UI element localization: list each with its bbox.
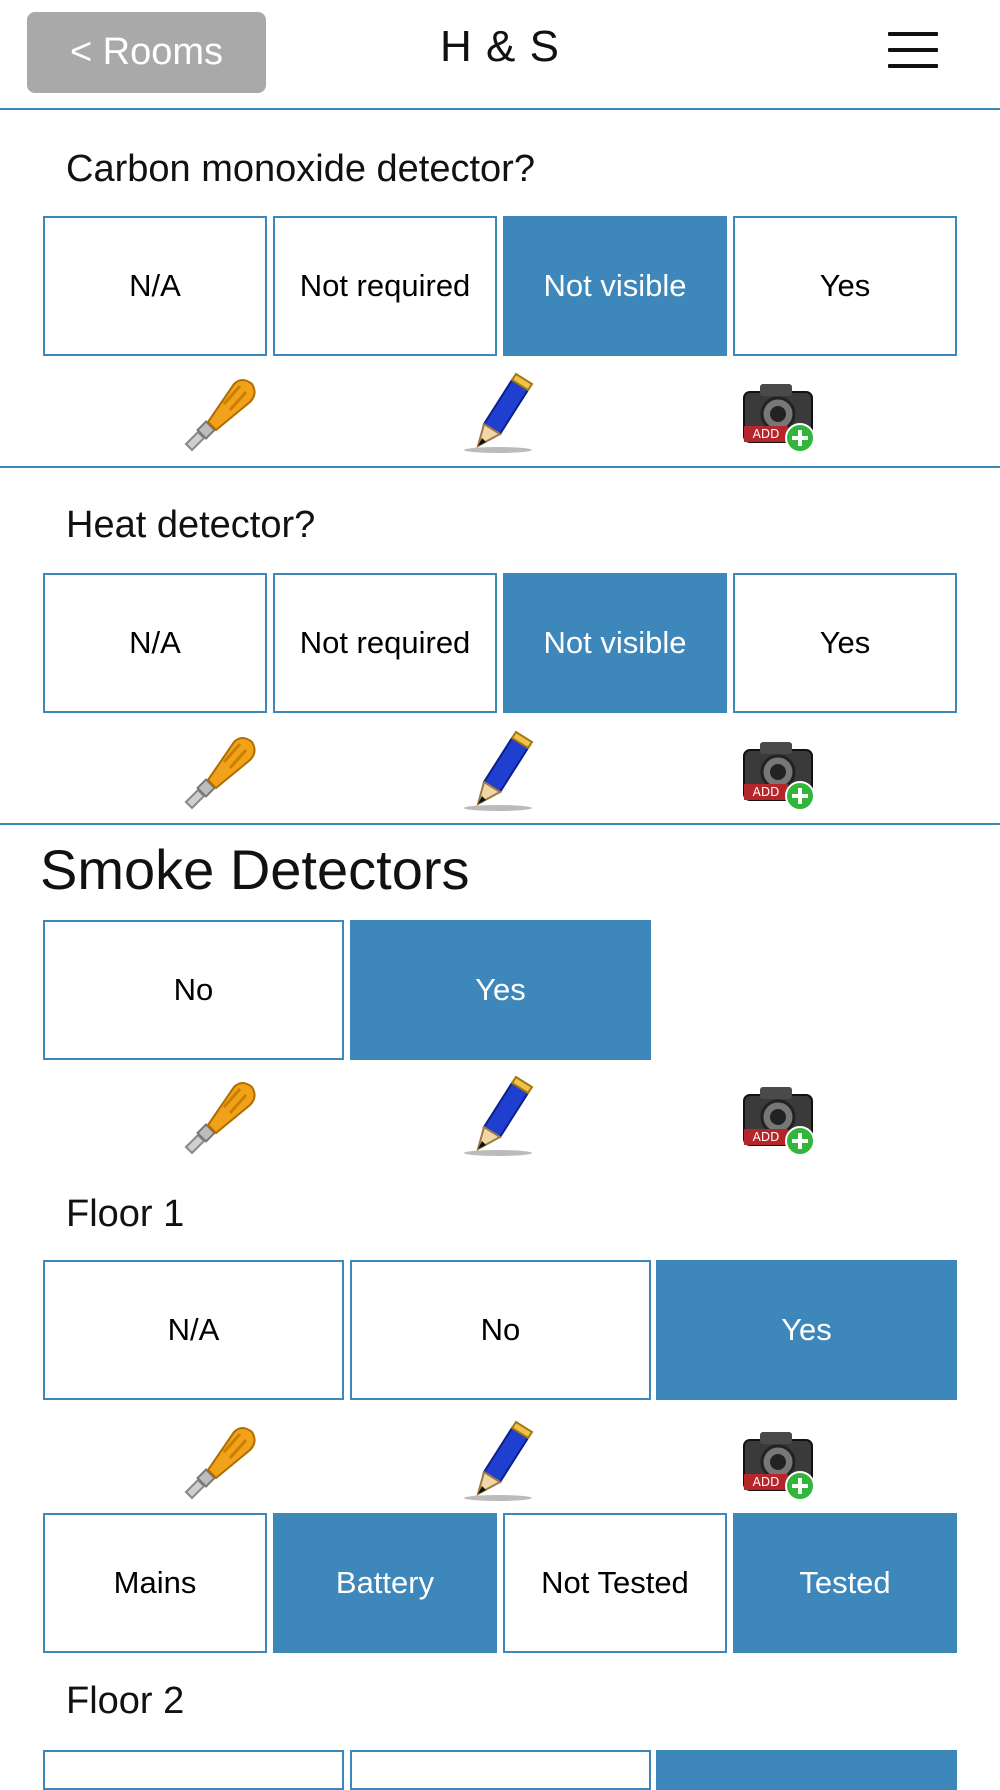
option-no[interactable]: No bbox=[350, 1260, 651, 1400]
menu-line bbox=[888, 48, 938, 52]
floor-1-label: Floor 1 bbox=[66, 1193, 185, 1235]
option-not-required[interactable]: Not required bbox=[273, 573, 497, 713]
section-heading: Smoke Detectors bbox=[40, 838, 470, 901]
menu-line bbox=[888, 32, 938, 36]
question-label: Carbon monoxide detector? bbox=[66, 148, 535, 190]
camera-add-icon[interactable] bbox=[738, 372, 822, 456]
screwdriver-icon[interactable] bbox=[178, 730, 262, 814]
floor-2-option[interactable] bbox=[350, 1750, 651, 1790]
camera-add-icon[interactable] bbox=[738, 730, 822, 814]
pencil-icon[interactable] bbox=[458, 1075, 542, 1159]
question-label: Heat detector? bbox=[66, 504, 316, 546]
pencil-icon[interactable] bbox=[458, 730, 542, 814]
option-na[interactable]: N/A bbox=[43, 573, 267, 713]
hamburger-menu-icon[interactable] bbox=[888, 30, 938, 70]
question-carbon-monoxide: Carbon monoxide detector? N/A Not requir… bbox=[0, 110, 1000, 468]
option-not-required[interactable]: Not required bbox=[273, 216, 497, 356]
option-not-visible[interactable]: Not visible bbox=[503, 216, 727, 356]
floor-2-label: Floor 2 bbox=[66, 1680, 185, 1722]
pencil-icon[interactable] bbox=[458, 372, 542, 456]
option-not-visible[interactable]: Not visible bbox=[503, 573, 727, 713]
menu-line bbox=[888, 64, 938, 68]
floor-2-option[interactable] bbox=[43, 1750, 344, 1790]
back-to-rooms-button[interactable]: < Rooms bbox=[27, 12, 266, 93]
smoke-detectors-section: Smoke Detectors No Yes Floor 1 N/A No Ye… bbox=[0, 825, 1000, 1790]
floor-2-option[interactable] bbox=[656, 1750, 957, 1790]
question-heat-detector: Heat detector? N/A Not required Not visi… bbox=[0, 468, 1000, 825]
option-no[interactable]: No bbox=[43, 920, 344, 1060]
screwdriver-icon[interactable] bbox=[178, 1420, 262, 1504]
option-yes[interactable]: Yes bbox=[350, 920, 651, 1060]
option-na[interactable]: N/A bbox=[43, 1260, 344, 1400]
option-yes[interactable]: Yes bbox=[733, 573, 957, 713]
camera-add-icon[interactable] bbox=[738, 1420, 822, 1504]
option-yes[interactable]: Yes bbox=[656, 1260, 957, 1400]
option-mains[interactable]: Mains bbox=[43, 1513, 267, 1653]
screwdriver-icon[interactable] bbox=[178, 1075, 262, 1159]
pencil-icon[interactable] bbox=[458, 1420, 542, 1504]
option-not-tested[interactable]: Not Tested bbox=[503, 1513, 727, 1653]
top-bar: < Rooms H & S bbox=[0, 0, 1000, 110]
option-yes[interactable]: Yes bbox=[733, 216, 957, 356]
option-tested[interactable]: Tested bbox=[733, 1513, 957, 1653]
screwdriver-icon[interactable] bbox=[178, 372, 262, 456]
camera-add-icon[interactable] bbox=[738, 1075, 822, 1159]
option-battery[interactable]: Battery bbox=[273, 1513, 497, 1653]
option-na[interactable]: N/A bbox=[43, 216, 267, 356]
